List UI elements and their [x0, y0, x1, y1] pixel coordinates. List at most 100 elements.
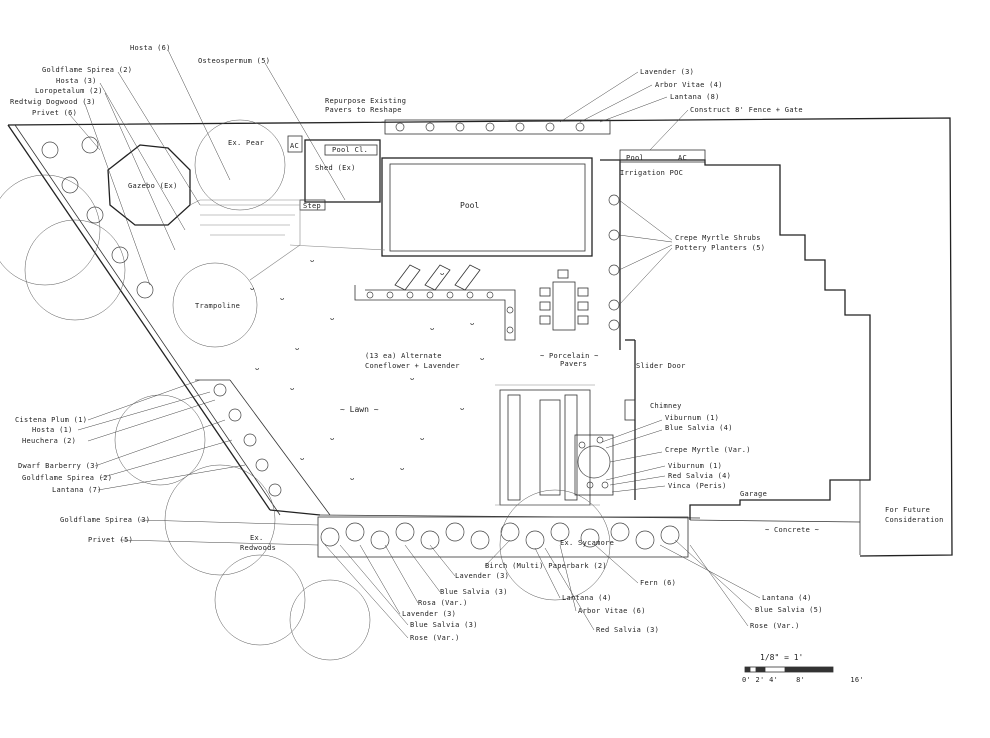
trampoline-label: Trampoline [195, 302, 240, 310]
label-lantana-4b: Lantana (4) [762, 594, 812, 602]
label-crepe-myrtle-var: Crepe Myrtle (Var.) [665, 446, 751, 454]
patio-pavers [189, 199, 386, 281]
svg-text:ᴗ: ᴗ [430, 324, 435, 332]
top-planter-row [384, 119, 611, 135]
label-goldflame-spirea-2: Goldflame Spirea (2) [42, 66, 132, 74]
labels-mid: (13 ea) Alternate Coneflower + Lavender … [365, 199, 765, 370]
svg-text:ᴗ: ᴗ [410, 374, 415, 382]
svg-text:ᴗ: ᴗ [280, 294, 285, 302]
label-loropetalum-2: Loropetalum (2) [35, 87, 103, 95]
trees: Ex. Pear Trampoline Ex.Redwoods [0, 119, 371, 661]
label-fern-6: Fern (6) [640, 579, 676, 587]
dining-table [539, 269, 589, 331]
label-lavender-3: Lavender (3) [640, 68, 694, 76]
ex-redwoods-label: Ex.Redwoods [240, 534, 276, 552]
label-lavender-3c: Lavender (3) [402, 610, 456, 618]
pergola [495, 384, 600, 506]
pool-equip-label: Pool [626, 154, 644, 162]
label-rose-var-a: Rose (Var.) [410, 634, 460, 642]
svg-text:ᴗ: ᴗ [300, 454, 305, 462]
label-privet-5: Privet (5) [88, 536, 133, 544]
label-arbor-vitae-6: Arbor Vitae (6) [578, 607, 646, 615]
svg-text:ᴗ: ᴗ [330, 314, 335, 322]
ex-sycamore-label: Ex. Sycamore [560, 539, 614, 547]
label-redtwig-dogwood: Redtwig Dogwood (3) [10, 98, 96, 106]
label-red-salvia-3: Red Salvia (3) [596, 626, 659, 634]
step-label: Step [303, 202, 321, 210]
label-birch-paperbark: Birch (Multi) Paperbark (2) [485, 562, 607, 570]
label-hosta-1: Hosta (1) [32, 426, 73, 434]
ex-pear-label: Ex. Pear [228, 139, 264, 147]
shed: Pool Cl. Shed (Ex) Step AC [287, 135, 381, 211]
label-blue-salvia-5: Blue Salvia (5) [755, 606, 823, 614]
left-planter-band [195, 379, 331, 516]
svg-text:ᴗ: ᴗ [310, 256, 315, 264]
label-alternate: (13 ea) Alternate [365, 352, 442, 360]
ac-top-label: AC [290, 142, 299, 150]
scale-ticks: 0' 2' 4' 8' 16' [742, 676, 864, 684]
svg-text:ᴗ: ᴗ [460, 404, 465, 412]
shed-label: Shed (Ex) [315, 164, 356, 172]
label-rosa-var: Rosa (Var.) [418, 599, 468, 607]
svg-text:ᴗ: ᴗ [470, 319, 475, 327]
fence-gate: Pool AC Irrigation POC [619, 149, 706, 177]
label-red-salvia-4: Red Salvia (4) [668, 472, 731, 480]
scale-ratio: 1/8" = 1' [760, 653, 803, 662]
garage-label: Garage [740, 490, 767, 498]
svg-text:ᴗ: ᴗ [400, 464, 405, 472]
labels-leftside: Cistena Plum (1) Hosta (1) Heuchera (2) … [15, 379, 319, 546]
concrete-label: ~ Concrete ~ [765, 526, 819, 534]
label-lantana-7: Lantana (7) [52, 486, 102, 494]
lawn-label: ~ Lawn ~ [340, 405, 379, 414]
label-pottery-planters: Pottery Planters (5) [675, 244, 765, 252]
porcelain-pavers-label: ~ Porcelain ~Pavers [540, 352, 599, 368]
label-privet-6: Privet (6) [32, 109, 77, 117]
chimney-label: Chimney [650, 402, 682, 410]
lounge-chairs [394, 264, 481, 291]
label-crepe-myrtle-shrubs: Crepe Myrtle Shrubs [675, 234, 761, 242]
label-heuchera-2: Heuchera (2) [22, 437, 76, 445]
scale-bar: 1/8" = 1' 0' 2' 4' 8' 16' [742, 653, 864, 684]
pool: Pool [381, 157, 593, 257]
svg-text:ᴗ: ᴗ [420, 434, 425, 442]
crepe-myrtle-planter [574, 434, 614, 496]
irrigation-label: Irrigation POC [620, 169, 683, 177]
label-blue-salvia-4: Blue Salvia (4) [665, 424, 733, 432]
label-lantana-4a: Lantana (4) [562, 594, 612, 602]
left-shrub-row [41, 136, 282, 497]
label-lavender-3b: Lavender (3) [455, 572, 509, 580]
label-blue-salvia-3b: Blue Salvia (3) [410, 621, 478, 629]
label-goldflame-spirea-2b: Goldflame Spirea (2) [22, 474, 112, 482]
gazebo: Gazebo (Ex) [107, 144, 191, 226]
svg-text:ᴗ: ᴗ [350, 474, 355, 482]
property-lines [7, 117, 953, 557]
svg-text:ᴗ: ᴗ [290, 384, 295, 392]
pool-label: Pool [460, 201, 479, 210]
label-lantana-8: Lantana (8) [670, 93, 720, 101]
label-viburnum-1a: Viburnum (1) [665, 414, 719, 422]
label-vinca: Vinca (Peris) [668, 482, 727, 490]
svg-text:ᴗ: ᴗ [330, 434, 335, 442]
label-hosta-3: Hosta (3) [56, 77, 97, 85]
label-blue-salvia-3a: Blue Salvia (3) [440, 588, 508, 596]
label-dwarf-barberry: Dwarf Barberry (3) [18, 462, 99, 470]
svg-text:ᴗ: ᴗ [440, 269, 445, 277]
pottery-planters [608, 194, 620, 331]
svg-text:ᴗ: ᴗ [255, 364, 260, 372]
labels-left: Hosta (6) Goldflame Spirea (2) Hosta (3)… [10, 44, 346, 286]
svg-text:ᴗ: ᴗ [250, 284, 255, 292]
label-goldflame-spirea-3: Goldflame Spirea (3) [60, 516, 150, 524]
label-cistena-plum: Cistena Plum (1) [15, 416, 87, 424]
labels-bottom: Birch (Multi) Paperbark (2) Lavender (3)… [324, 539, 823, 642]
label-rose-var-b: Rose (Var.) [750, 622, 800, 630]
label-arbor-vitae-4: Arbor Vitae (4) [655, 81, 723, 89]
slider-door-label: Slider Door [636, 362, 686, 370]
pool-closet-label: Pool Cl. [332, 146, 368, 154]
label-hosta-6: Hosta (6) [130, 44, 171, 52]
label-viburnum-1b: Viburnum (1) [668, 462, 722, 470]
